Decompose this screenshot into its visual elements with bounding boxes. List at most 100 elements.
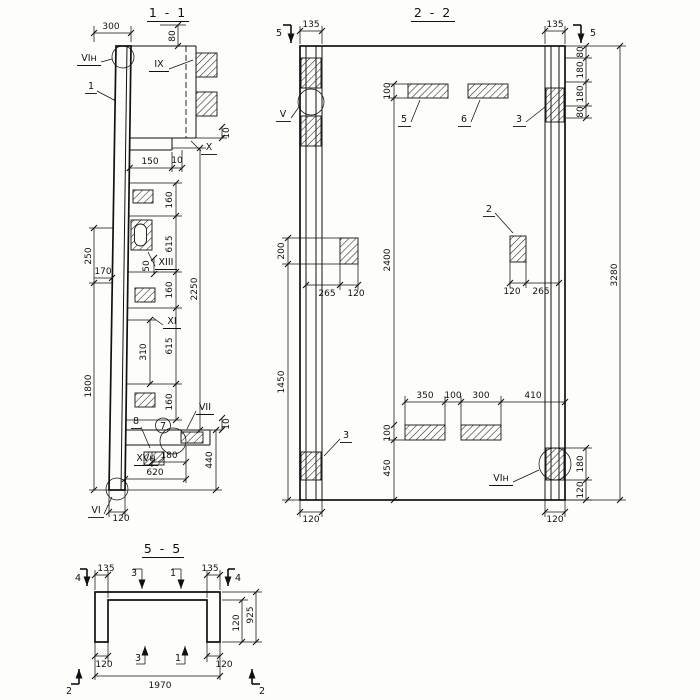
cut-2-right: 2 bbox=[259, 686, 265, 697]
label-xvn: XVн bbox=[136, 453, 155, 464]
dim-120: 120 bbox=[112, 514, 129, 524]
cut-5-right: 5 bbox=[590, 28, 596, 39]
label-vin-2: VIн bbox=[493, 473, 509, 484]
dim-160-3: 160 bbox=[165, 393, 175, 410]
label-vin: VIн bbox=[81, 53, 97, 64]
dim-160-2: 160 bbox=[165, 281, 175, 298]
dim-120-fl-l: 120 bbox=[302, 515, 319, 525]
dim-200: 200 bbox=[277, 242, 287, 259]
label-pos-8: 8 bbox=[133, 416, 139, 427]
dim-265-right: 265 bbox=[532, 287, 549, 297]
dimensions-2-2: 5 5 135 135 80 180 180 80 3280 100 2400 bbox=[276, 20, 626, 525]
dim-300: 300 bbox=[472, 391, 489, 401]
dimensions-1-1: 300 80 10 150 10 250 1800 170 160 615 16… bbox=[84, 21, 232, 524]
dim-615-1: 615 bbox=[165, 235, 175, 252]
dim-120-right: 120 bbox=[503, 287, 520, 297]
label-pos-3-top: 3 bbox=[516, 114, 522, 125]
dim-1800: 1800 bbox=[84, 374, 94, 397]
dim-620: 620 bbox=[146, 468, 163, 478]
dim-10-top: 10 bbox=[222, 127, 232, 139]
cut-4-right: 4 bbox=[235, 573, 241, 584]
dim-450: 450 bbox=[383, 459, 393, 476]
section-5-5-title: 5 - 5 bbox=[144, 541, 182, 556]
dim-310: 310 bbox=[139, 343, 149, 360]
dim-180-2: 180 bbox=[576, 85, 586, 102]
dim-135-right: 135 bbox=[201, 564, 218, 574]
label-pos-6: 6 bbox=[461, 114, 467, 125]
label-pos-1-bot: 1 bbox=[175, 653, 181, 664]
label-pos-1: 1 bbox=[88, 81, 94, 92]
detail-circle-vin bbox=[111, 45, 135, 69]
label-pos-3-bot: 3 bbox=[343, 430, 349, 441]
dim-3280: 3280 bbox=[610, 263, 620, 286]
dim-80: 80 bbox=[168, 30, 178, 42]
cut-2-left: 2 bbox=[66, 686, 72, 697]
label-pos-1-top: 1 bbox=[170, 568, 176, 579]
dim-120-bot-l: 120 bbox=[95, 660, 112, 670]
detail-circle-vi bbox=[105, 477, 129, 501]
dim-100-bot: 100 bbox=[383, 424, 393, 441]
detail-circle-7 bbox=[159, 427, 187, 455]
dim-440: 440 bbox=[205, 451, 215, 468]
dim-10-step: 10 bbox=[171, 156, 183, 166]
labels-1-1: VIн IX 1 X XIII XI 8 7 VII XVн VI bbox=[77, 53, 217, 518]
label-vi: VI bbox=[91, 505, 100, 516]
column-outline bbox=[108, 45, 197, 491]
label-pos-3-bot: 3 bbox=[135, 653, 141, 664]
dim-10-bracket: 10 bbox=[222, 418, 232, 430]
dim-135-right: 135 bbox=[546, 20, 563, 30]
label-pos-2: 2 bbox=[486, 204, 492, 215]
section-5-5: 5 - 5 4 4 135 135 3 1 120 925 120 bbox=[66, 541, 265, 697]
labels-2-2: V 5 6 3 2 3 VIн bbox=[276, 99, 546, 486]
dimensions-5-5: 4 4 135 135 3 1 120 925 120 120 bbox=[66, 564, 265, 697]
dim-350: 350 bbox=[416, 391, 433, 401]
cut-4-left: 4 bbox=[75, 573, 81, 584]
dim-1450: 1450 bbox=[277, 370, 287, 393]
section-2-2: 2 - 2 5 5 135 135 bbox=[276, 5, 626, 525]
dim-250: 250 bbox=[84, 247, 94, 264]
dim-160-1: 160 bbox=[165, 191, 175, 208]
dim-80-1: 80 bbox=[576, 46, 586, 58]
dim-100-top: 100 bbox=[383, 82, 393, 99]
detail-circle-vin-2 bbox=[538, 447, 572, 481]
label-x: X bbox=[206, 142, 213, 153]
dim-265-left: 265 bbox=[318, 289, 335, 299]
dim-180-bot: 180 bbox=[576, 455, 586, 472]
label-vii: VII bbox=[199, 402, 211, 413]
dim-615-2: 615 bbox=[165, 337, 175, 354]
dim-120-bot-r: 120 bbox=[576, 481, 586, 498]
dim-1970: 1970 bbox=[149, 681, 172, 691]
dim-135-left: 135 bbox=[97, 564, 114, 574]
dim-180: 180 bbox=[160, 451, 177, 461]
channel-outline bbox=[94, 591, 221, 643]
embedded-plates-2-2 bbox=[297, 57, 572, 481]
label-xi: XI bbox=[167, 316, 176, 327]
dim-50: 50 bbox=[142, 260, 152, 272]
dim-925: 925 bbox=[246, 606, 256, 623]
dim-300: 300 bbox=[102, 22, 119, 32]
dim-2250: 2250 bbox=[190, 277, 200, 300]
detail-circle-v bbox=[297, 88, 325, 116]
dim-120-bot-r: 120 bbox=[215, 660, 232, 670]
label-ix: IX bbox=[154, 59, 164, 70]
dim-100-mid: 100 bbox=[444, 391, 461, 401]
dim-80-2: 80 bbox=[576, 106, 586, 118]
dim-2400: 2400 bbox=[383, 248, 393, 271]
dim-120-left: 120 bbox=[347, 289, 364, 299]
label-pos-7: 7 bbox=[160, 421, 166, 432]
lifting-slot bbox=[134, 223, 147, 247]
cut-5-left: 5 bbox=[276, 28, 282, 39]
label-pos-5: 5 bbox=[401, 114, 407, 125]
section-1-1: 1 - 1 300 bbox=[77, 5, 232, 524]
dim-180-1: 180 bbox=[576, 61, 586, 78]
section-1-1-title: 1 - 1 bbox=[149, 5, 187, 20]
label-pos-3-top: 3 bbox=[131, 568, 137, 579]
dim-135-left: 135 bbox=[302, 20, 319, 30]
dim-120-fl-r: 120 bbox=[546, 515, 563, 525]
dim-150: 150 bbox=[141, 157, 158, 167]
label-xiii: XIII bbox=[159, 257, 174, 268]
dim-170: 170 bbox=[94, 267, 111, 277]
dim-120-side: 120 bbox=[232, 614, 242, 631]
